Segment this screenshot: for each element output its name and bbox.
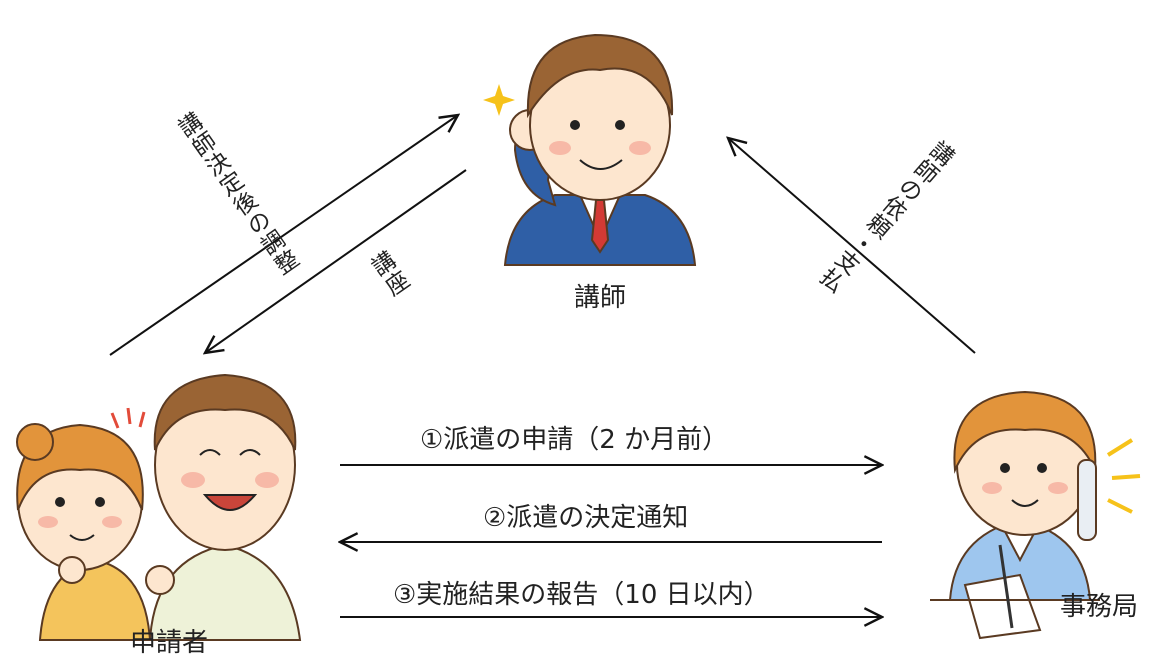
- report-arrow-label: ③実施結果の報告（10 日以内）: [393, 580, 770, 610]
- decision-arrow-label: ②派遣の決定通知: [483, 503, 689, 533]
- applicant-label: 申請者: [130, 628, 209, 658]
- arrow-lecture: [205, 169, 467, 353]
- office-label: 事務局: [1060, 592, 1139, 622]
- arrow-fee: [728, 138, 976, 354]
- applicant-illustration: [16, 373, 302, 641]
- office-illustration: [930, 390, 1141, 640]
- lecturer-illustration: [483, 33, 697, 266]
- request-arrow-label: ①派遣の申請（2 か月前）: [420, 425, 729, 455]
- arrow-coordination: [109, 115, 458, 356]
- lecturer-label: 講師: [574, 283, 627, 313]
